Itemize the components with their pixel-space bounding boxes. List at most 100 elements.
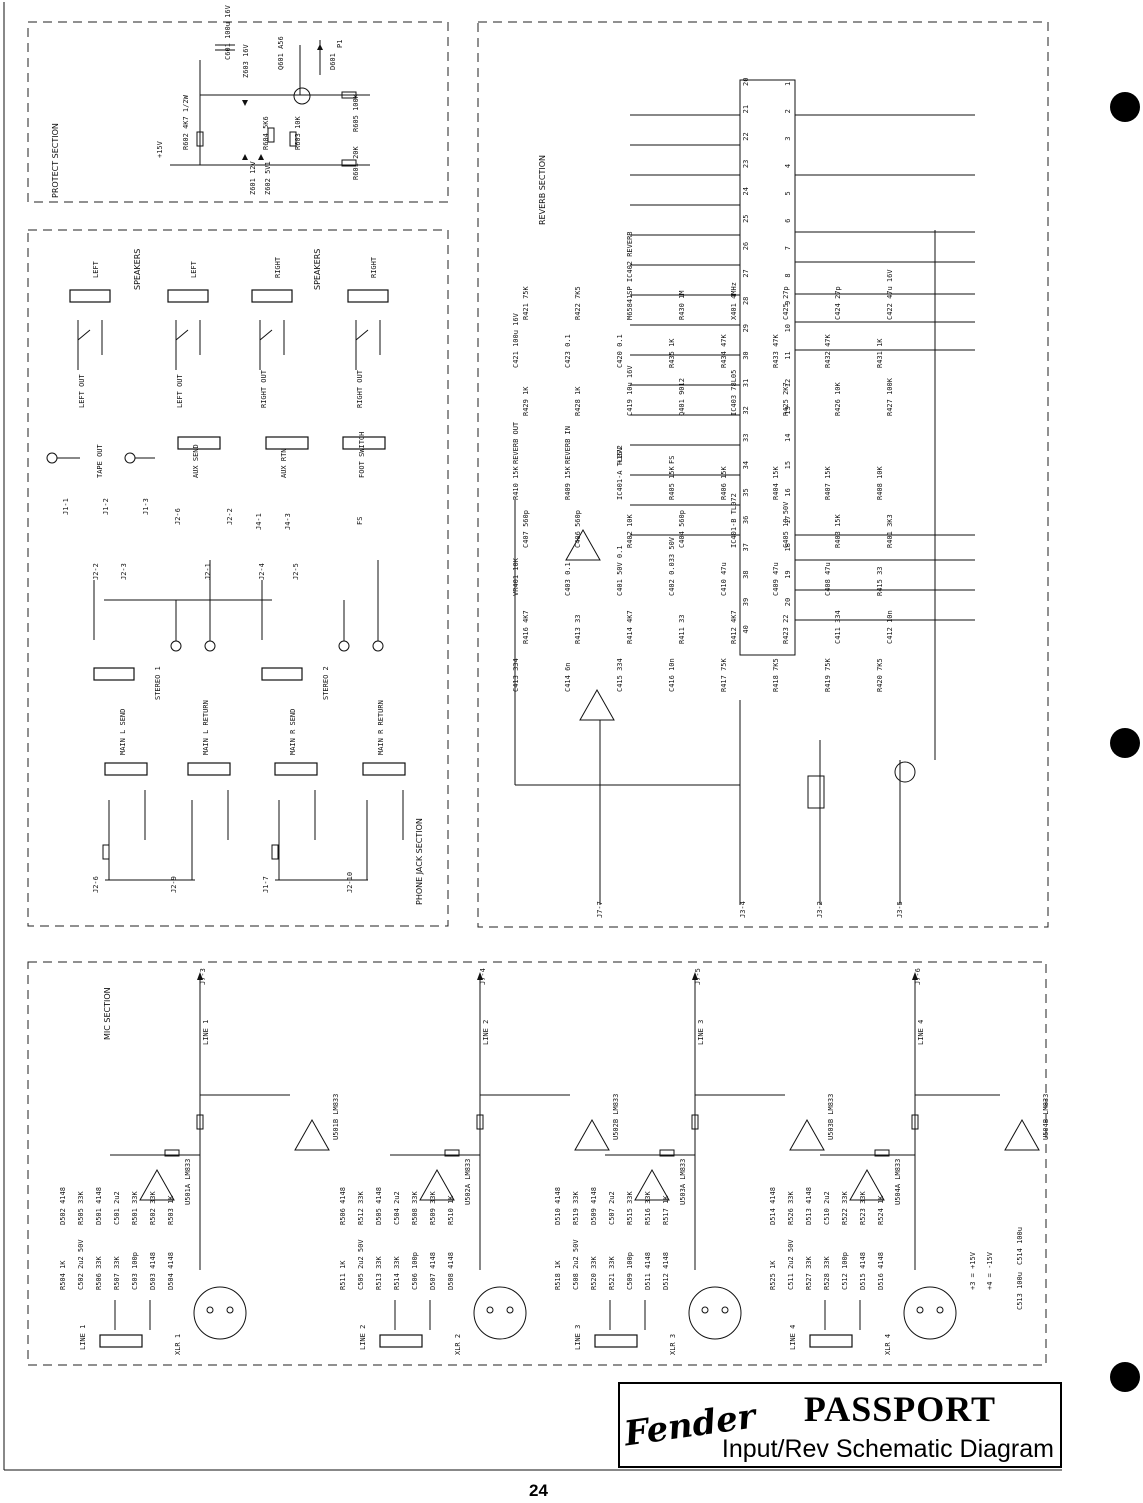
speaker-jack-contact xyxy=(175,329,189,341)
ic-pin-right: 2 xyxy=(784,109,792,113)
ic-pin-left: 37 xyxy=(742,543,750,551)
mic-output-arrow xyxy=(692,972,698,980)
jack-label-tape-out: TAPE OUT xyxy=(96,443,104,478)
mic-part-label: C510 2u2 xyxy=(823,1191,831,1225)
mic-part-label: R504 1K xyxy=(59,1260,67,1290)
ic-pin-left: 20 xyxy=(742,78,750,86)
reverb-part-label: R428 1K xyxy=(574,386,582,416)
ic-pin-right: 14 xyxy=(784,434,792,442)
protect-part-label: R601 20K xyxy=(352,145,360,180)
reverb-part-label: R401 3K3 xyxy=(886,514,894,548)
jack-ref-label: J2-6 xyxy=(174,508,182,525)
reverb-part-label: C406 560p xyxy=(574,510,582,548)
zener-z601 xyxy=(242,154,248,160)
ic-pin-right: 3 xyxy=(784,137,792,141)
xlr-pin xyxy=(206,1306,214,1314)
speaker-jack-contact xyxy=(355,329,369,341)
resistor-r603 xyxy=(289,131,297,147)
resistor-r529 xyxy=(102,844,110,860)
xlr-pin xyxy=(916,1306,924,1314)
mic-part-label: R513 33K xyxy=(375,1255,383,1290)
stereo-rca-r xyxy=(372,640,384,652)
reverb-part-label: R403 15K xyxy=(834,513,842,548)
reverb-part-label: R410 15K xyxy=(512,465,520,500)
reverb-part-label: R425 2K7 xyxy=(782,382,790,416)
resistor-r602 xyxy=(196,131,204,147)
mic-line-in-label: LINE 3 xyxy=(574,1325,582,1350)
reverb-part-label: R404 15K xyxy=(772,465,780,500)
reverb-part-label: C421 100u 16V xyxy=(512,312,520,368)
mic-out-ref: J7-4 xyxy=(479,968,487,985)
xlr-pin xyxy=(721,1306,729,1314)
reverb-part-label: C404 560p xyxy=(678,510,686,548)
mic-part-label: R517 1K xyxy=(662,1195,670,1225)
mic-part-label: R502 33K xyxy=(149,1190,157,1225)
reverb-part-label: R432 47K xyxy=(824,333,832,368)
mic-part-label: R507 33K xyxy=(113,1255,121,1290)
reverb-part-label: R427 100K xyxy=(886,377,894,416)
reverb-part-label: R416 4K7 xyxy=(522,610,530,644)
reverb-part-label: R418 7K5 xyxy=(772,658,780,692)
ic-pin-right: 10 xyxy=(784,324,792,332)
speaker-jack-box xyxy=(347,289,389,303)
jack-label-aux-send: AUX SEND xyxy=(192,444,200,478)
reverb-part-label: R408 10K xyxy=(876,465,884,500)
stereo-label: STEREO 1 xyxy=(154,666,162,700)
mic-xlr-label: XLR 4 xyxy=(884,1334,892,1355)
mic-part-label: R506 4148 xyxy=(339,1187,347,1225)
tape-out-left-rca xyxy=(46,452,58,464)
reverb-part-label: C422 47u 16V xyxy=(886,269,894,320)
jack-ref-label: J2-10 xyxy=(346,872,354,893)
mic-part-label: R510 1K xyxy=(447,1195,455,1225)
reverb-part-label: C409 47u xyxy=(772,562,780,596)
mic-opamp-b-label: U503B LM833 xyxy=(827,1094,835,1140)
ic-pin-right: 4 xyxy=(784,164,792,168)
reverb-part-label: REVERB OUT xyxy=(512,421,520,464)
reverb-part-label: +15V xyxy=(616,446,624,464)
mic-opamp-a-label: U501A LM833 xyxy=(184,1159,192,1205)
aux-jack-box xyxy=(265,436,309,450)
line-jack-box xyxy=(99,1334,143,1348)
mic-section-title: MIC SECTION xyxy=(103,987,112,1040)
mic-line-in-label: LINE 4 xyxy=(789,1325,797,1350)
opamp-stage-b xyxy=(1004,1118,1040,1151)
protect-part-label: D601 xyxy=(329,53,337,70)
mic-part-label: R515 33K xyxy=(626,1190,634,1225)
xlr-pin xyxy=(486,1306,494,1314)
punch-hole-bottom xyxy=(1110,1362,1140,1392)
ic-pin-right: 1 xyxy=(784,82,792,86)
phone-jack-section-title: PHONE JACK SECTION xyxy=(415,818,424,905)
main-jack-box xyxy=(104,762,148,776)
reverb-part-label: M65841SP IC402 REVERB xyxy=(626,231,634,320)
reverb-part-label: C405 10 50V xyxy=(782,501,790,548)
opamp-stage-b xyxy=(789,1118,825,1151)
reverb-part-label: C412 10n xyxy=(886,610,894,644)
reverb-part-label: C423 0.1 xyxy=(564,334,572,368)
output-label: LEFT OUT xyxy=(176,373,184,408)
reverb-part-label: R417 75K xyxy=(720,657,728,692)
mic-opamp-a-label: U503A LM833 xyxy=(679,1159,687,1205)
main-jack-box xyxy=(274,762,318,776)
reverb-part-label: C408 47u xyxy=(824,562,832,596)
main-jack-box xyxy=(187,762,231,776)
mic-part-label: C509 100p xyxy=(626,1252,634,1290)
ic-pin-left: 21 xyxy=(742,105,750,113)
speakers-title-left: SPEAKERS xyxy=(133,249,142,290)
zener-z602 xyxy=(258,154,264,160)
resistor-r601 xyxy=(341,159,357,167)
mic-part-label: C504 2u2 xyxy=(393,1191,401,1225)
mic-part-label: D505 4148 xyxy=(375,1187,383,1225)
reverb-part-label: R423 22 xyxy=(782,614,790,644)
ic-pin-right: 17 xyxy=(784,516,792,524)
reverb-part-label: R422 7K5 xyxy=(574,286,582,320)
regulator-ic403 xyxy=(807,775,825,809)
mic-resistor xyxy=(476,1114,484,1130)
ic-pin-left: 33 xyxy=(742,434,750,442)
ic-pin-left: 30 xyxy=(742,351,750,359)
stereo-label: STEREO 2 xyxy=(322,666,330,700)
ic-pin-left: 40 xyxy=(742,625,750,633)
output-label: LEFT OUT xyxy=(78,373,86,408)
ic-pin-left: 22 xyxy=(742,132,750,140)
reverb-part-label: FS xyxy=(668,456,676,464)
reverb-part-label: C415 334 xyxy=(616,658,624,692)
